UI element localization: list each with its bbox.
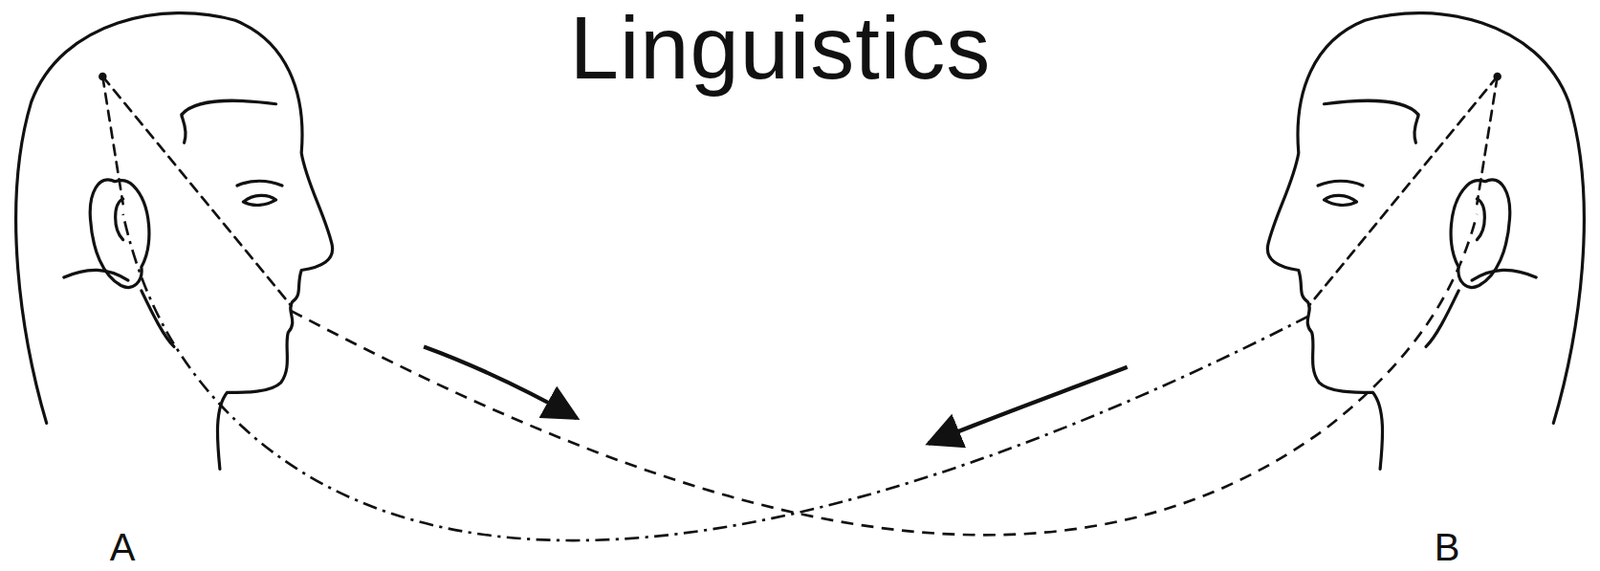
speaker-label: B (1434, 527, 1461, 567)
diagram-title: Linguistics (569, 3, 992, 92)
speaker-label: A (109, 527, 136, 567)
